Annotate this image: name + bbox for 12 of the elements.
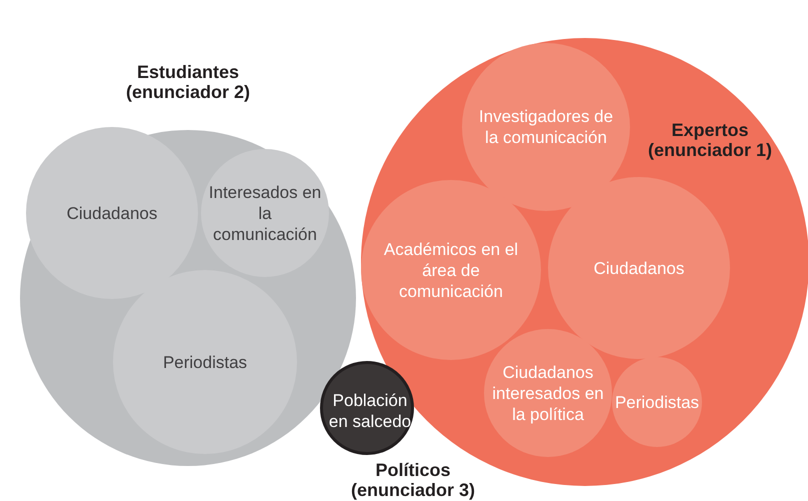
group-heading: Estudiantes (enunciador 2) [124,62,251,102]
category-label: Ciudadanos interesados en la política [492,362,604,424]
category-label: Periodistas [162,352,248,372]
category-label: Ciudadanos [66,202,158,224]
category-label: Interesados en la comunicación [208,182,322,244]
category-label: Ciudadanos [592,258,686,278]
group-heading: Expertos (enunciador 1) [646,120,773,160]
category-label: Periodistas [614,392,700,412]
category-label: Investigadores de la comunicación [478,106,614,148]
group-heading: Políticos (enunciador 3) [350,460,476,500]
category-label: Población en salcedo [328,390,412,432]
category-label: Académicos en el área de comunicación [382,238,520,302]
